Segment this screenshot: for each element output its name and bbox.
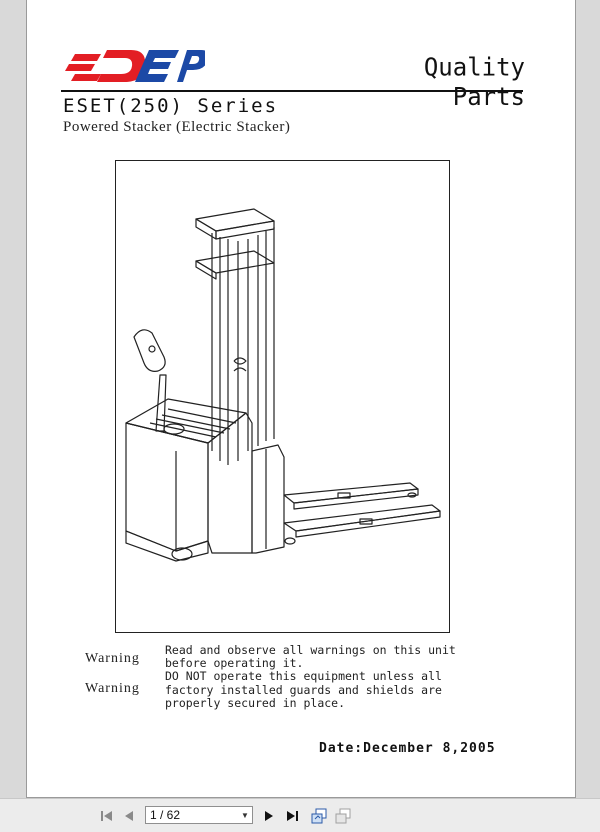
last-page-icon[interactable] <box>283 807 301 825</box>
stacker-drawing <box>125 208 441 562</box>
next-page-icon[interactable] <box>260 807 278 825</box>
warning-label-1: Warning <box>85 651 140 666</box>
logo-red-stripes <box>65 54 101 81</box>
warning-label-2: Warning <box>85 681 140 696</box>
logo-letters <box>97 50 205 82</box>
document-date: Date:December 8,2005 <box>319 741 496 756</box>
page-number-field[interactable]: 1 / 62 ▼ <box>145 806 253 824</box>
first-page-icon[interactable] <box>98 807 116 825</box>
page-dropdown-icon[interactable]: ▼ <box>241 810 249 820</box>
fit-page-icon[interactable] <box>310 807 328 825</box>
document-page: Quality Parts ESET(250) Series Powered S… <box>26 0 576 798</box>
stacker-illustration <box>115 160 450 633</box>
header-rule <box>61 90 523 92</box>
viewer-toolbar: 1 / 62 ▼ <box>0 798 600 832</box>
series-subtitle: Powered Stacker (Electric Stacker) <box>63 119 291 135</box>
header-quality-parts: Quality Parts <box>423 52 525 112</box>
page-indicator: 1 / 62 <box>150 808 181 822</box>
series-title: ESET(250) Series <box>63 95 279 117</box>
fit-width-icon[interactable] <box>334 807 352 825</box>
ep-logo <box>65 50 205 82</box>
warning-text: Read and observe all warnings on this un… <box>165 643 456 710</box>
prev-page-icon[interactable] <box>120 807 138 825</box>
